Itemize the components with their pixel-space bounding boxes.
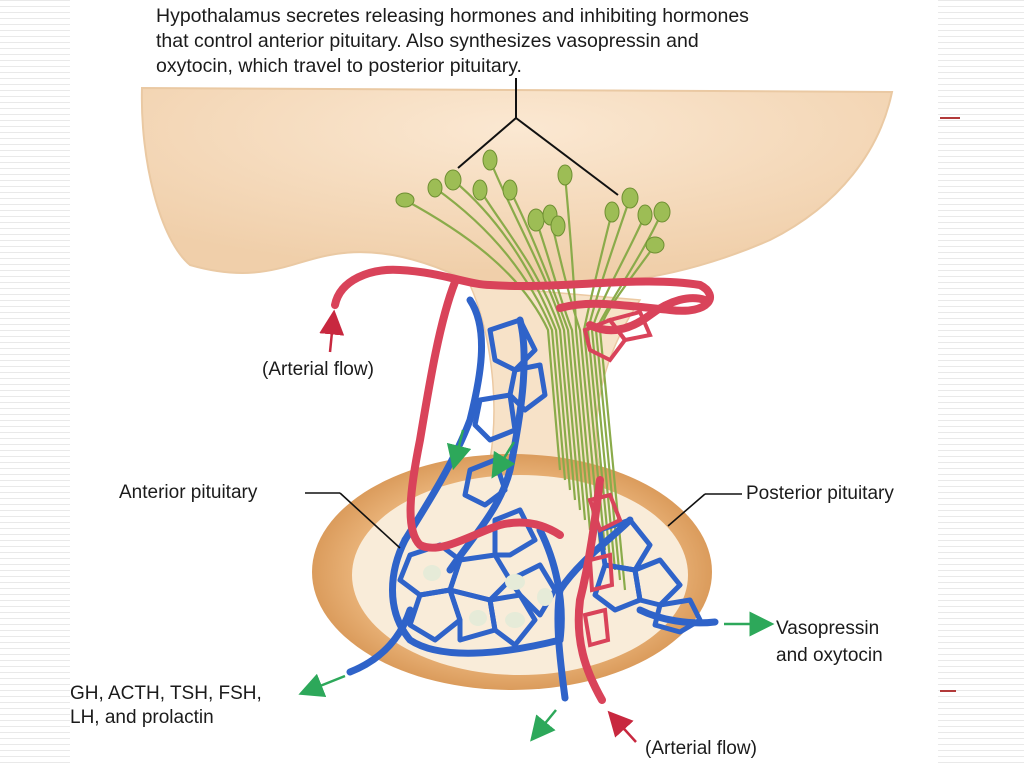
portal-flow-arrow-2 [491,441,516,479]
arterial-inflow-arrow-top [319,309,345,353]
background-stripes-right [938,0,1024,768]
background-stripes-left [0,0,70,768]
pituitary-stalk [468,284,642,471]
anterior-hormones-line-1: GH, ACTH, TSH, FSH, [70,683,262,704]
decorative-line-bottom [940,690,956,692]
neuron-cell-bodies [395,149,671,254]
caption-line-1: Hypothalamus secretes releasing hormones… [156,5,749,27]
capillary-fill-dots [423,565,553,628]
vasopressin-label: Vasopressin and oxytocin [776,615,883,669]
caption-pointer-lines [457,78,619,196]
anterior-hormone-outflow-arrow [298,673,346,697]
arterial-flow-label-top: (Arterial flow) [262,359,374,380]
anterior-hormones-label: GH, ACTH, TSH, FSH, LH, and prolactin [70,682,262,730]
caption-line-3: oxytocin, which travel to posterior pitu… [156,55,522,77]
label-pointer-lines [305,492,742,549]
arterial-flow-label-bottom: (Arterial flow) [645,738,757,759]
decorative-line-top [940,117,960,119]
caption-line-2: that control anterior pituitary. Also sy… [156,30,699,52]
arterial-inflow-arrow-bottom [607,710,637,743]
venous-outflow-arrow [530,709,557,742]
vasopressin-label-line-1: Vasopressin [776,618,880,639]
anterior-pituitary-label: Anterior pituitary [119,482,258,503]
posterior-pituitary-label: Posterior pituitary [746,483,894,504]
vasopressin-label-line-2: and oxytocin [776,645,883,666]
caption-text: Hypothalamus secretes releasing hormones… [156,4,749,79]
anterior-hormones-line-2: LH, and prolactin [70,707,214,728]
portal-flow-arrow-1 [446,429,472,471]
arterial-capillaries [582,309,653,648]
